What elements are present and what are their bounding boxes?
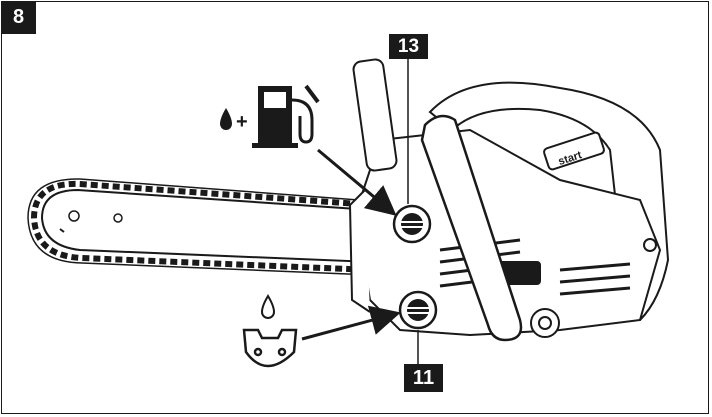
chain-link-icon xyxy=(242,328,298,368)
fuel-tank-cap xyxy=(392,204,432,244)
guide-bar xyxy=(40,188,373,264)
engine-body xyxy=(348,58,662,338)
fuel-arrow xyxy=(317,148,397,216)
drop-icon xyxy=(260,294,276,319)
oil-tank-cap xyxy=(398,290,438,330)
oil-arrow xyxy=(301,305,401,341)
plus-sign: + xyxy=(236,111,248,133)
callout-13: 13 xyxy=(389,34,428,59)
oil-symbol xyxy=(242,294,298,368)
fuel-symbol: + xyxy=(220,84,320,148)
saw-chain xyxy=(27,178,373,276)
fuel-pump-icon xyxy=(252,84,320,148)
front-handle xyxy=(420,114,523,342)
figure-number: 8 xyxy=(1,1,36,34)
drop-icon xyxy=(220,108,232,130)
callout-11: 11 xyxy=(404,364,443,392)
